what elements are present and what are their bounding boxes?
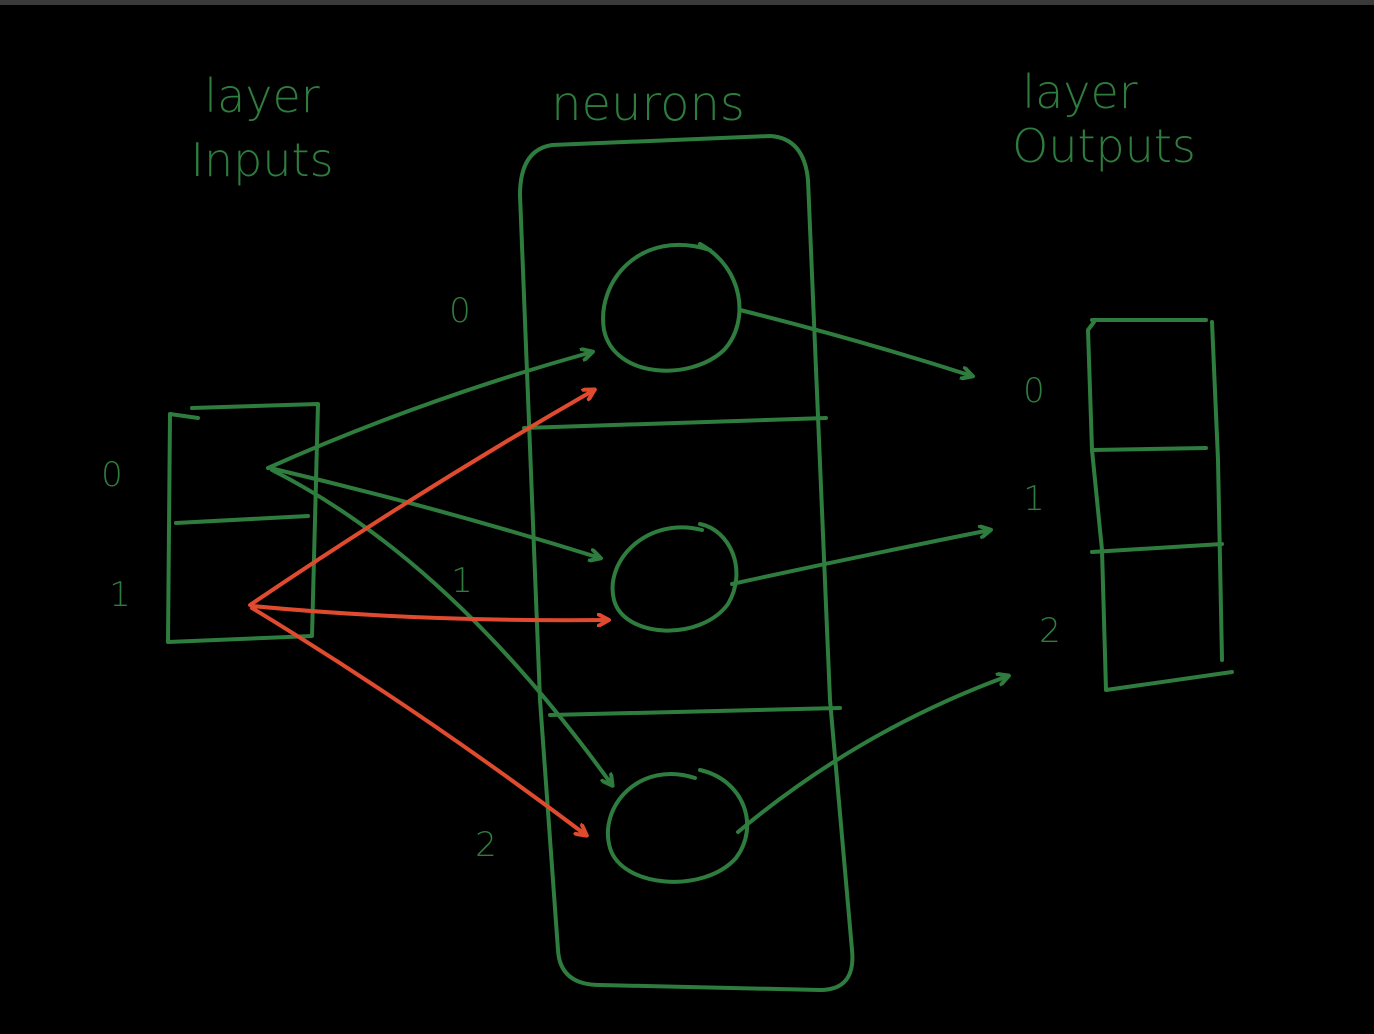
- outputs-heading-line1: layer: [1022, 65, 1137, 119]
- neuron1-to-output1-arrow: [730, 530, 990, 586]
- input-array: [166, 402, 320, 644]
- neuron2-to-output2-arrow: [736, 676, 1008, 834]
- neuron-index-2: 2: [475, 825, 497, 865]
- neuron-index-0: 0: [449, 291, 471, 331]
- neuron-index-1: 1: [451, 561, 473, 601]
- input1-connections: [248, 390, 608, 835]
- inputs-heading-line1: layer: [204, 69, 319, 123]
- output-array: [1086, 318, 1234, 692]
- neurons: [601, 242, 750, 884]
- output-connections: [730, 308, 1008, 834]
- window-top-border: [0, 0, 1374, 5]
- input1-to-neuron0-arrow: [248, 390, 594, 607]
- input0-connections: [266, 352, 612, 785]
- input-index-1: 1: [109, 575, 131, 615]
- neuron-container: [518, 134, 855, 992]
- neuron0-to-output0-arrow: [738, 308, 972, 376]
- output-index-1: 1: [1023, 479, 1045, 519]
- input0-to-neuron2-arrow: [270, 468, 612, 785]
- input1-to-neuron1-arrow: [250, 604, 608, 620]
- neuron-1-circle: [610, 522, 739, 633]
- neuron-2-circle: [606, 768, 750, 884]
- output-index-0: 0: [1023, 371, 1045, 411]
- output-index-2: 2: [1039, 611, 1061, 651]
- inputs-heading-line2: Inputs: [190, 133, 333, 187]
- input1-to-neuron2-arrow: [250, 606, 586, 835]
- neurons-heading: neurons: [551, 76, 745, 132]
- input0-to-neuron1-arrow: [268, 466, 600, 558]
- input0-to-neuron0-arrow: [266, 352, 592, 470]
- input-index-0: 0: [101, 455, 123, 495]
- outputs-heading-line2: Outputs: [1012, 119, 1196, 173]
- neuron-0-circle: [601, 242, 742, 373]
